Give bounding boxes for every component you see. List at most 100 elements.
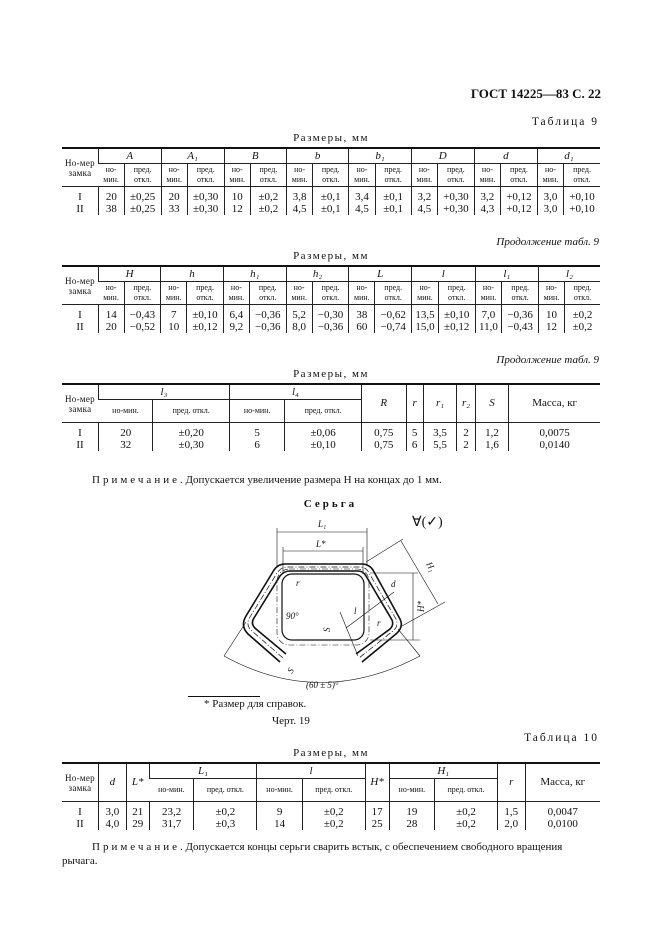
column-group-header: l₂ [537, 265, 600, 282]
value-cell: −0,43 [123, 304, 161, 321]
column-group-header: b₁ [348, 147, 412, 164]
note-prefix: Примечание [92, 474, 180, 486]
footnote-divider [188, 696, 260, 697]
subheader-deviation: пред. откл. [436, 163, 475, 187]
value-cell: 11,0 [474, 321, 502, 333]
column-group-header: l [411, 265, 476, 282]
dim-H1: H₁ [424, 559, 438, 573]
weld-mark-s1: S [322, 627, 332, 632]
subheader-nominal: но-мин. [410, 163, 438, 187]
subheader-nominal: но-мин. [98, 281, 124, 305]
note-prefix: Примечание [92, 841, 180, 853]
subheader-deviation: пред. откл. [563, 163, 600, 187]
subheader-deviation: пред. откл. [186, 163, 225, 187]
value-cell: 5,2 [285, 304, 313, 321]
value-cell: 12 [537, 321, 565, 333]
header-lock-number: Но-мер замка [62, 383, 99, 423]
value-cell: 20 [98, 186, 125, 203]
value-cell: ±0,2 [434, 801, 498, 818]
lock-number-cell: I [78, 806, 82, 818]
dim-d: d [391, 579, 396, 589]
column-header: S [474, 383, 509, 423]
value-cell: 3,5 [422, 422, 457, 439]
column-group-header: d [473, 147, 538, 164]
value-cell: 4,0 [98, 818, 127, 830]
column-group-header: h [160, 265, 224, 282]
value-cell: 3,0 [536, 203, 564, 215]
value-cell: ±0,3 [193, 818, 257, 830]
value-cell: ±0,1 [312, 186, 349, 203]
value-cell: −0,36 [248, 321, 287, 333]
subheader-nominal: но-мин. [256, 778, 303, 802]
subheader-nominal: но-мин. [474, 281, 502, 305]
value-cell: ±0,2 [249, 186, 287, 203]
table-10-label: Таблица 10 [524, 732, 599, 744]
column-group-header: H [97, 265, 161, 282]
header-lock-number: Но-мер замка [62, 762, 99, 802]
earring-outline [242, 563, 403, 663]
value-cell: ±0,12 [186, 321, 224, 333]
dim-L: L* [315, 539, 326, 549]
earring-centerline [247, 566, 398, 659]
value-cell: 10 [223, 186, 251, 203]
value-cell: ±0,2 [193, 801, 257, 818]
value-cell: 9,2 [222, 321, 250, 333]
table-9-cont2-title: Размеры, мм [293, 368, 369, 380]
note-text: . Допускается увеличение размера H на ко… [179, 474, 442, 486]
value-cell: 1,6 [474, 439, 509, 451]
value-cell: 14 [98, 304, 124, 321]
value-cell: 10 [537, 304, 565, 321]
subheader-nominal: но-мин. [473, 163, 501, 187]
value-cell: 13,5 [411, 304, 439, 321]
angle-90: 90° [286, 611, 299, 621]
subheader-nominal: но-мин. [160, 281, 187, 305]
value-cell: 6,4 [222, 304, 250, 321]
lock-number-cell: I [78, 309, 82, 321]
value-cell: 21 [125, 801, 150, 818]
value-cell: 14 [256, 818, 303, 830]
value-cell: −0,52 [123, 321, 161, 333]
subheader-nominal: но-мин. [149, 778, 194, 802]
value-cell: −0,36 [311, 321, 349, 333]
value-cell: 28 [388, 818, 435, 830]
value-cell: −0,30 [311, 304, 349, 321]
column-header: r [405, 383, 424, 423]
value-cell: 7 [160, 304, 187, 321]
subheader-deviation: пред. откл. [501, 281, 539, 305]
value-cell: 2,0 [496, 818, 526, 830]
column-header: H* [364, 762, 390, 802]
value-cell: ±0,2 [301, 801, 366, 818]
value-cell: +0,10 [563, 203, 600, 215]
value-cell: 10 [160, 321, 187, 333]
value-cell: 0,0047 [524, 801, 600, 818]
column-header: r₁ [422, 383, 457, 423]
value-cell: 1,2 [474, 422, 509, 439]
subheader-nominal: но-мин. [537, 281, 565, 305]
value-cell: 2 [456, 422, 476, 439]
value-cell: −0,36 [501, 304, 539, 321]
subheader-nominal: но-мин. [160, 163, 188, 187]
value-cell: 0,0100 [524, 818, 600, 830]
subheader-nominal: но-мин. [285, 281, 313, 305]
subheader-nominal: но-мин. [348, 281, 375, 305]
value-cell: +0,10 [563, 186, 600, 203]
value-cell: ±0,2 [563, 321, 600, 333]
value-cell: 8,0 [285, 321, 313, 333]
column-header: r₂ [456, 383, 476, 423]
value-cell: −0,74 [374, 321, 412, 333]
value-cell: ±0,2 [301, 818, 366, 830]
value-cell: 1,5 [496, 801, 526, 818]
angle-60: (60 ± 5)° [306, 680, 339, 690]
table-9-label: Таблица 9 [531, 116, 599, 128]
value-cell: 7,0 [474, 304, 502, 321]
